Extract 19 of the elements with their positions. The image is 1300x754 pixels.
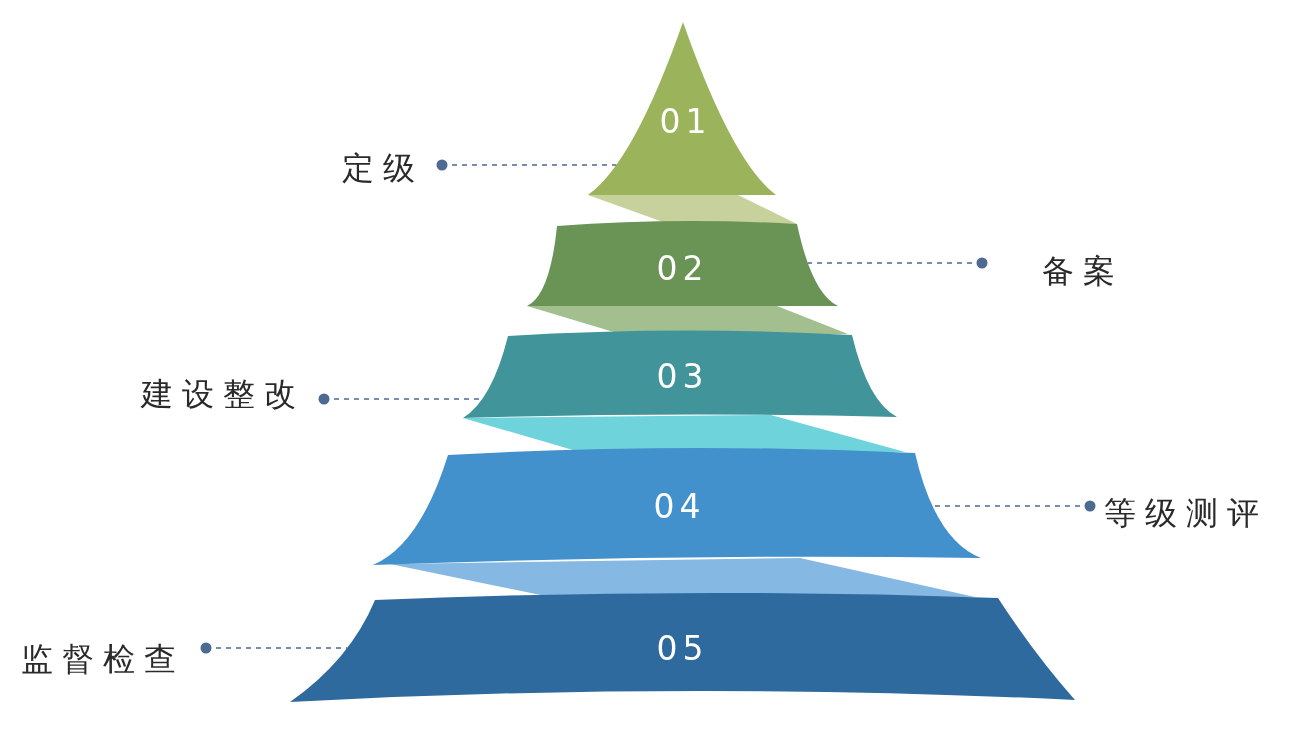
pyramid-layer [290, 592, 1075, 702]
layer-number: 01 [658, 104, 712, 138]
pyramid-layer [373, 447, 981, 565]
layer-number: 03 [655, 359, 709, 393]
leader-line [200, 642, 349, 654]
leader-line [436, 159, 618, 171]
ribbon-band [390, 558, 975, 599]
step-label: 等级测评 [1104, 494, 1268, 532]
step-label: 备案 [1042, 252, 1124, 290]
step-label: 定级 [342, 149, 424, 187]
layer-number: 02 [655, 251, 709, 285]
step-label: 建设整改 [141, 375, 305, 413]
pyramid-layer [463, 330, 897, 418]
pyramid-layer [588, 22, 776, 195]
step-label: 监督检查 [21, 640, 185, 678]
leader-line [807, 257, 988, 269]
pyramid-layer [527, 220, 838, 306]
layer-number: 04 [652, 489, 706, 523]
layer-number: 05 [655, 631, 709, 665]
